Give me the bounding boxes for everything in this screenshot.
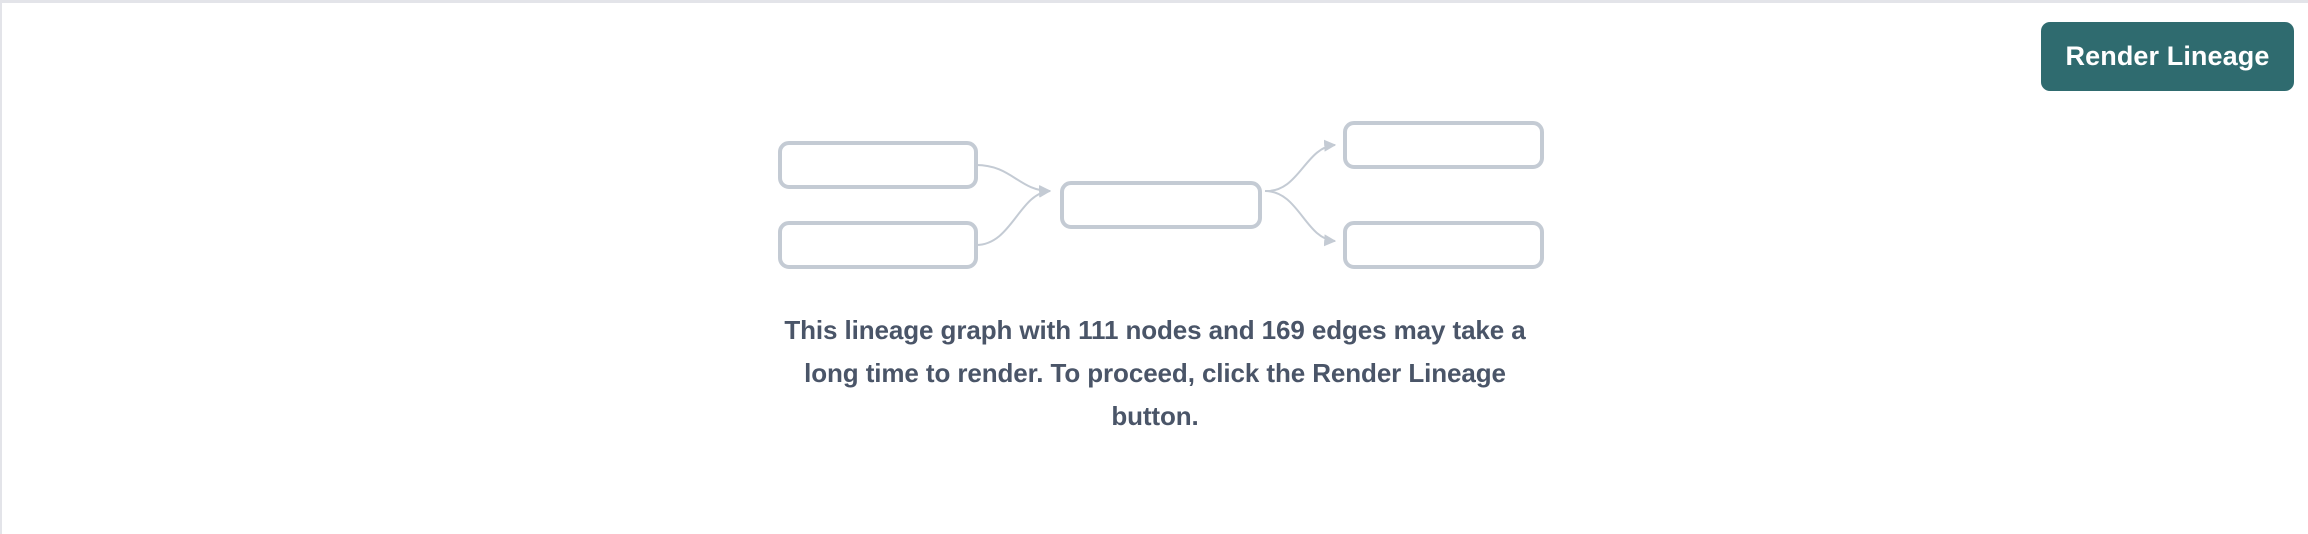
lineage-node-right-top (1343, 121, 1544, 169)
edge-center-to-right-top (1264, 139, 1337, 193)
render-lineage-button[interactable]: Render Lineage (2041, 22, 2294, 91)
edge-left-bottom-to-center (975, 185, 1052, 246)
lineage-toolbar: Render Lineage (2, 3, 2308, 113)
lineage-placeholder-graph-icon (778, 121, 1544, 269)
lineage-edges (975, 139, 1337, 247)
edge-left-top-to-center (975, 164, 1052, 197)
lineage-node-right-bottom (1343, 221, 1544, 269)
edge-center-to-right-bottom (1264, 190, 1337, 247)
lineage-nodes (778, 121, 1544, 269)
lineage-node-left-top (778, 141, 978, 189)
lineage-node-left-bottom (778, 221, 978, 269)
lineage-node-center (1060, 181, 1262, 229)
lineage-empty-state-message: This lineage graph with 111 nodes and 16… (784, 315, 1526, 431)
lineage-empty-state: This lineage graph with 111 nodes and 16… (2, 121, 2308, 438)
